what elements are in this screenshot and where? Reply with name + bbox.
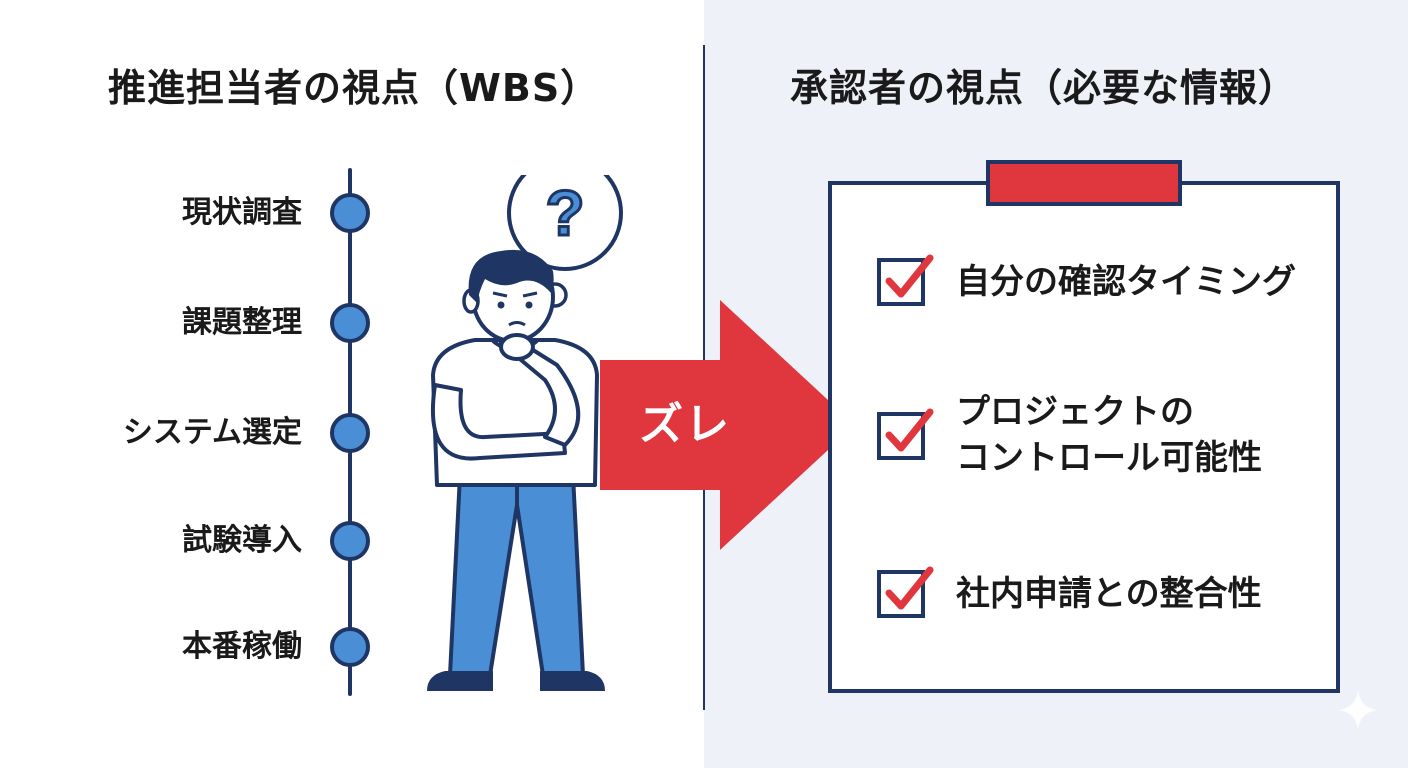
left-panel-title: 推進担当者の視点（WBS）	[108, 66, 600, 110]
timeline-node	[330, 627, 370, 667]
right-panel-title: 承認者の視点（必要な情報）	[790, 66, 1298, 110]
timeline-step: 課題整理	[40, 298, 370, 348]
checklist-item-text: 社内申請との整合性	[956, 574, 1262, 614]
checkbox-checked-icon	[877, 566, 934, 618]
timeline-node	[330, 413, 370, 453]
timeline-node	[330, 193, 370, 233]
timeline-step-label: 現状調査	[182, 195, 302, 230]
question-icon: ?	[545, 177, 584, 249]
checklist-item-text-line2: コントロール可能性	[956, 438, 1262, 478]
sparkle-icon	[1338, 690, 1378, 730]
timeline-step: 本番稼働	[40, 622, 370, 672]
right-arrow-icon	[600, 300, 855, 550]
checklist-item: 自分の確認タイミング	[876, 252, 1316, 312]
person-illustration: ?	[427, 175, 623, 691]
checkbox-checked-icon	[877, 408, 934, 460]
timeline-node	[330, 303, 370, 343]
checklist-item-text: 自分の確認タイミング	[956, 262, 1296, 302]
checklist-item: プロジェクトの コントロール可能性	[876, 390, 1316, 490]
checklist-item-text: プロジェクトの	[956, 392, 1194, 432]
checkbox-checked-icon	[877, 254, 934, 306]
timeline-step-label: 試験導入	[182, 523, 302, 558]
timeline-step: システム選定	[40, 408, 370, 458]
checklist-item: 社内申請との整合性	[876, 564, 1316, 624]
timeline-step-label: システム選定	[122, 415, 302, 450]
gap-arrow-label: ズレ	[639, 399, 731, 450]
timeline-step-label: 本番稼働	[182, 629, 302, 664]
thought-bubble: ?	[507, 175, 623, 325]
clipboard-clip	[986, 160, 1182, 206]
timeline-step: 試験導入	[40, 516, 370, 566]
timeline-step-label: 課題整理	[182, 305, 302, 340]
timeline-node	[330, 521, 370, 561]
timeline-step: 現状調査	[40, 188, 370, 238]
